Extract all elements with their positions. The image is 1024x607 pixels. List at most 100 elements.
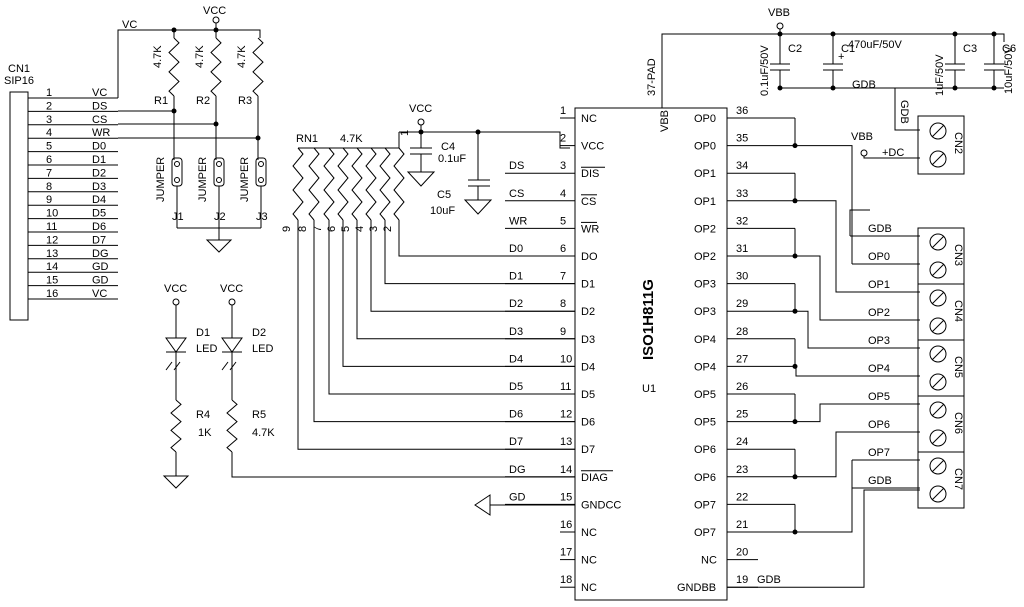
u1-pin-number: 19 [736, 574, 748, 586]
jumper-pin [174, 177, 180, 183]
u1-pin-net: D2 [509, 298, 523, 310]
cn2-screw-slot [931, 152, 945, 166]
terminal-net-label: OP7 [868, 447, 890, 459]
terminal-screw-slot [931, 403, 945, 417]
u1-pin-net: D5 [509, 381, 523, 393]
u1-pin-name: DO [581, 251, 598, 263]
rn1-pin-number: 4 [354, 226, 366, 232]
u1-pin-number: 36 [736, 105, 748, 117]
cn1-pin-net: D0 [92, 141, 106, 153]
u1-pin-name: D7 [581, 444, 595, 456]
jumper-label: JUMPER [239, 157, 251, 202]
u1-pin-net: D0 [509, 243, 523, 255]
connector-ref: CN7 [952, 468, 964, 490]
r4-ref: R4 [196, 409, 210, 421]
cn1-pin-net: VC [92, 87, 107, 99]
cap-value: 1uF/50V [934, 54, 946, 96]
u1-pin-name: OP1 [694, 168, 716, 180]
connector-ref: CN4 [952, 300, 964, 322]
output-route [795, 200, 852, 293]
connector-ref: CN5 [952, 356, 964, 378]
cn1-pin-number: 5 [46, 141, 52, 153]
u1-pin-number: 20 [736, 547, 748, 559]
terminal-screw [929, 289, 947, 307]
u1-pin-name: OP7 [694, 499, 716, 511]
rn1-vcc [398, 131, 421, 148]
u1-pin-net: GD [509, 491, 526, 503]
pullup-group: 4.7KR1JUMPERJ14.7KR2JUMPERJ24.7KR3JUMPER… [118, 16, 268, 253]
cn1-pin-number: 16 [46, 288, 58, 300]
junction-dot [952, 85, 958, 91]
cn1-pin-number: 14 [46, 261, 58, 273]
rn1-resistor [393, 147, 405, 221]
terminal-net-label: OP0 [868, 251, 890, 263]
gdb-label-top: GDB [852, 79, 876, 91]
cn1-pin-number: 11 [46, 221, 57, 233]
terminal-screw-slot [931, 459, 945, 473]
led-arrows [165, 361, 181, 371]
cap-symbol [945, 34, 965, 88]
u1-pin-net: D7 [509, 436, 523, 448]
cn1-pin-net: WR [92, 127, 110, 139]
vcc-node-c4 [417, 118, 425, 126]
cn1-pin-net: DG [92, 248, 109, 260]
terminal-net-label: OP6 [868, 419, 890, 431]
led-label: LED [196, 343, 217, 355]
u1-pin-net: D6 [509, 409, 523, 421]
jumper-pin [258, 161, 264, 167]
c4-ref: C4 [441, 141, 455, 153]
terminal-screw [929, 373, 947, 391]
terminal-net-label: OP4 [868, 363, 890, 375]
u1-pin-name: OP1 [694, 196, 716, 208]
junction-dot [213, 27, 219, 33]
u1-pin-number: 7 [560, 271, 566, 283]
u1-pin-name: D6 [581, 417, 595, 429]
rn1-pin-number: 6 [326, 226, 338, 232]
u1-pin-number: 21 [736, 519, 748, 531]
rn1-pin-number: 7 [312, 226, 324, 232]
u1-pins: 1NC2VCC3DISDS4CSCS5WRWR6DOD07D1D18D2D29D… [475, 105, 920, 594]
u1-pin-net: D1 [509, 271, 523, 283]
cn1-pin-number: 2 [46, 100, 52, 112]
cap-symbol [770, 34, 790, 88]
pullup-resistor [210, 37, 222, 97]
led-ref: D2 [252, 327, 266, 339]
u1-pin-name: DIAG [581, 472, 608, 484]
u1-pin-net: DS [509, 160, 524, 172]
u1-pin-name: OP4 [694, 361, 716, 373]
u1-pin-number: 35 [736, 133, 748, 145]
u1-pin-number: 10 [560, 353, 572, 365]
rn1-data-wire [384, 220, 575, 285]
u1-pin-name: D2 [581, 306, 595, 318]
rn1-data-wire [342, 220, 575, 367]
junction-dot [952, 31, 958, 37]
cn1-pin-net: D6 [92, 221, 106, 233]
terminal-screw-slot [931, 347, 945, 361]
cn1-ref: CN1 [8, 63, 30, 75]
u1-pin-number: 18 [560, 574, 572, 586]
pullup-ref: R3 [238, 95, 252, 107]
rn1-resistor [337, 147, 349, 221]
u1-pin-name: OP2 [694, 223, 716, 235]
cap-symbol [823, 34, 843, 88]
u1-pin-number: 3 [560, 160, 566, 172]
rn1-data-wire [356, 220, 575, 340]
u1-pin-number: 26 [736, 381, 748, 393]
gdb-label-cn2: GDB [898, 100, 910, 124]
cn1-pin-number: 1 [46, 87, 52, 99]
u1-pin-name: VCC [581, 141, 604, 153]
cn2-screw [929, 122, 947, 140]
jumper-ref: J3 [256, 211, 268, 223]
terminal-screw-slot [931, 291, 945, 305]
jumper-pin [174, 161, 180, 167]
cn1-pin-net: GD [92, 275, 109, 287]
cn1-pin-number: 13 [46, 248, 58, 260]
cn1-pin-net: DS [92, 100, 107, 112]
terminal-screw [929, 261, 947, 279]
junction-dot [991, 31, 997, 37]
cn2-screw [929, 150, 947, 168]
